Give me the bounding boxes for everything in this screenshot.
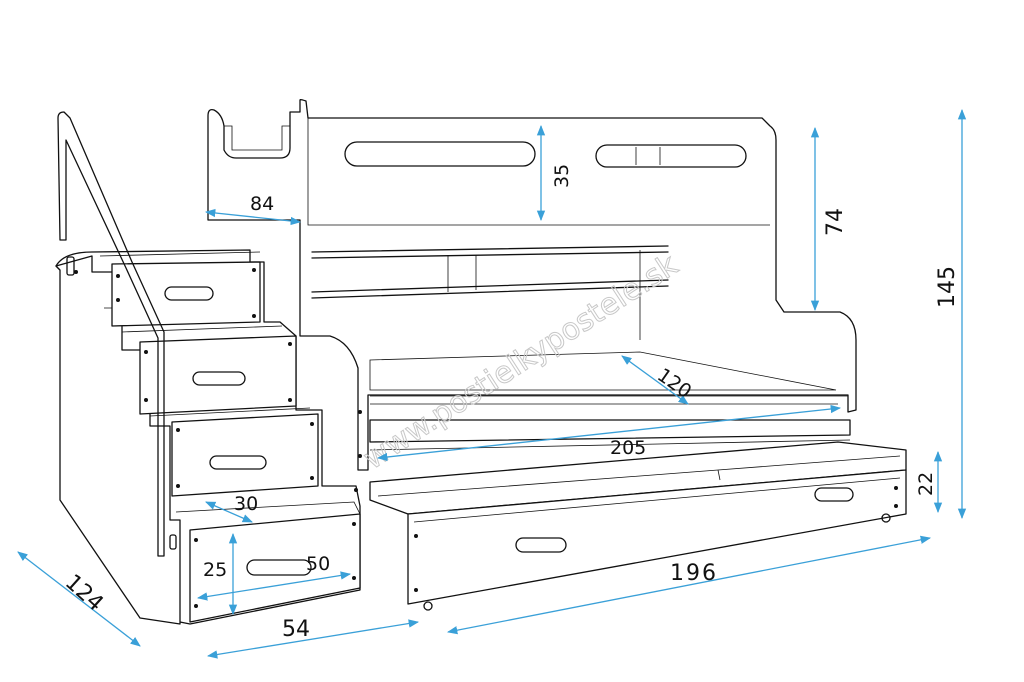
dim-line-step-width [206,619,420,659]
label-drawer-length: 196 [670,561,718,586]
label-step-width: 54 [282,617,310,642]
dim-line-step-inner [196,571,352,601]
label-drawer-height: 22 [915,472,937,496]
dim-line-headboard-depth [204,208,302,226]
dim-line-step-depth [205,501,253,523]
label-step-depth: 30 [234,493,258,515]
dim-line-depth [17,551,141,647]
staircase [55,111,362,625]
label-headboard-depth: 84 [250,193,274,215]
label-cutout: 35 [551,164,573,188]
label-mattress-length: 205 [610,437,646,459]
dim-line-mattress-length [376,404,842,462]
dim-line-mattress-width [621,355,689,405]
label-upper-guard: 74 [823,208,848,236]
pull-out-drawer [369,441,907,611]
label-total-height: 145 [935,266,960,308]
label-step-inner: 50 [306,553,330,575]
dim-line-drawer-length [446,535,932,635]
label-step-height: 25 [203,559,227,581]
label-depth: 124 [60,570,108,617]
dimension-lines [17,108,967,659]
